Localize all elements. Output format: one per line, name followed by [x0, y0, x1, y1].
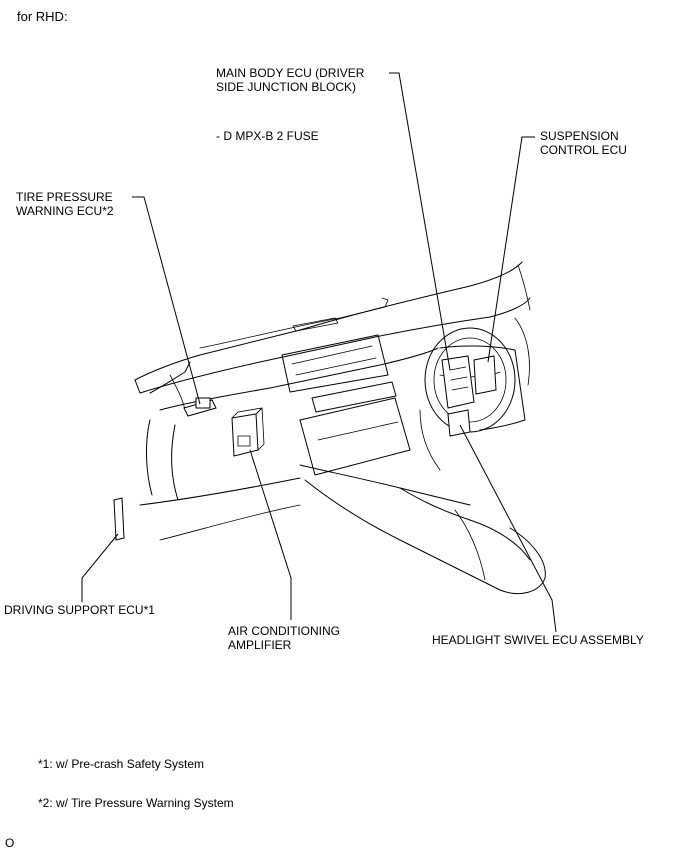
label-headlight-swivel-ecu: HEADLIGHT SWIVEL ECU ASSEMBLY: [432, 633, 644, 647]
label-tire-pressure-ecu: TIRE PRESSURE WARNING ECU*2: [16, 190, 114, 218]
tire-pressure-ecu-part: [183, 397, 217, 417]
headlight-swivel-ecu-part: [447, 409, 471, 437]
leader-tire-pressure-ecu: [132, 196, 201, 405]
figure-code: O: [5, 836, 15, 850]
leader-air-conditioning-amplifier: [249, 449, 292, 620]
page-header: for RHD:: [17, 9, 68, 24]
label-dmpx-fuse: - D MPX-B 2 FUSE: [216, 129, 319, 143]
driving-support-ecu-part: [113, 497, 125, 541]
leader-driving-support-ecu: [81, 533, 119, 602]
footnote-2: *2: w/ Tire Pressure Warning System: [38, 796, 234, 810]
label-main-body-ecu: MAIN BODY ECU (DRIVER SIDE JUNCTION BLOC…: [216, 66, 365, 94]
leader-main-body-ecu: [389, 72, 451, 371]
label-suspension-ecu: SUSPENSION CONTROL ECU: [540, 129, 627, 157]
leader-headlight-swivel-ecu: [459, 424, 557, 633]
footnote-1: *1: w/ Pre-crash Safety System: [38, 757, 205, 771]
label-air-conditioning-amplifier: AIR CONDITIONING AMPLIFIER: [228, 624, 341, 652]
air-conditioning-amplifier-part: [231, 407, 265, 457]
main-body-ecu-part: [441, 355, 475, 409]
leader-suspension-ecu: [487, 136, 535, 363]
suspension-control-ecu-part: [473, 355, 497, 395]
label-driving-support-ecu: DRIVING SUPPORT ECU*1: [4, 603, 155, 617]
